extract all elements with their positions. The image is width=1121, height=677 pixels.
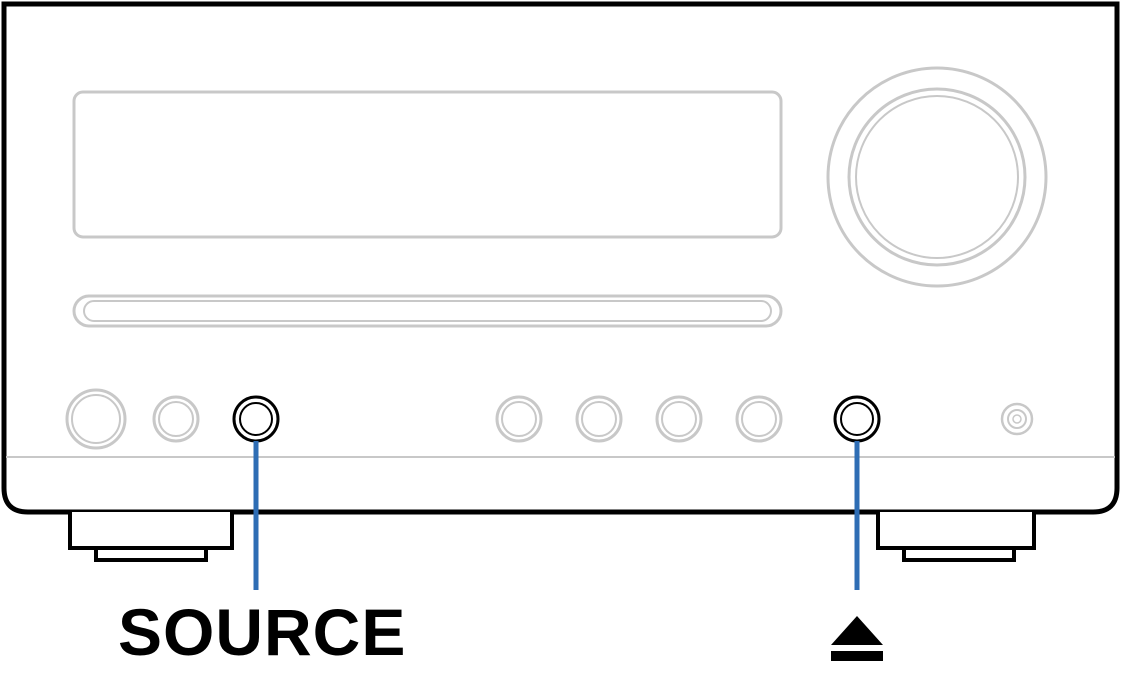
panel-button[interactable] (735, 395, 783, 443)
disc-slot (72, 294, 783, 328)
right-foot (876, 512, 1036, 562)
panel-button[interactable] (495, 395, 543, 443)
panel-button[interactable] (152, 395, 200, 443)
panel-button[interactable] (575, 395, 623, 443)
power-button[interactable] (65, 388, 127, 450)
panel-button[interactable] (655, 395, 703, 443)
eject-icon (831, 616, 883, 661)
left-foot (68, 512, 234, 562)
display-window (72, 90, 783, 239)
headphone-jack[interactable] (1000, 402, 1034, 436)
disc-slot-inner (83, 300, 772, 322)
volume-knob[interactable] (826, 66, 1048, 288)
source-label: SOURCE (118, 595, 407, 669)
